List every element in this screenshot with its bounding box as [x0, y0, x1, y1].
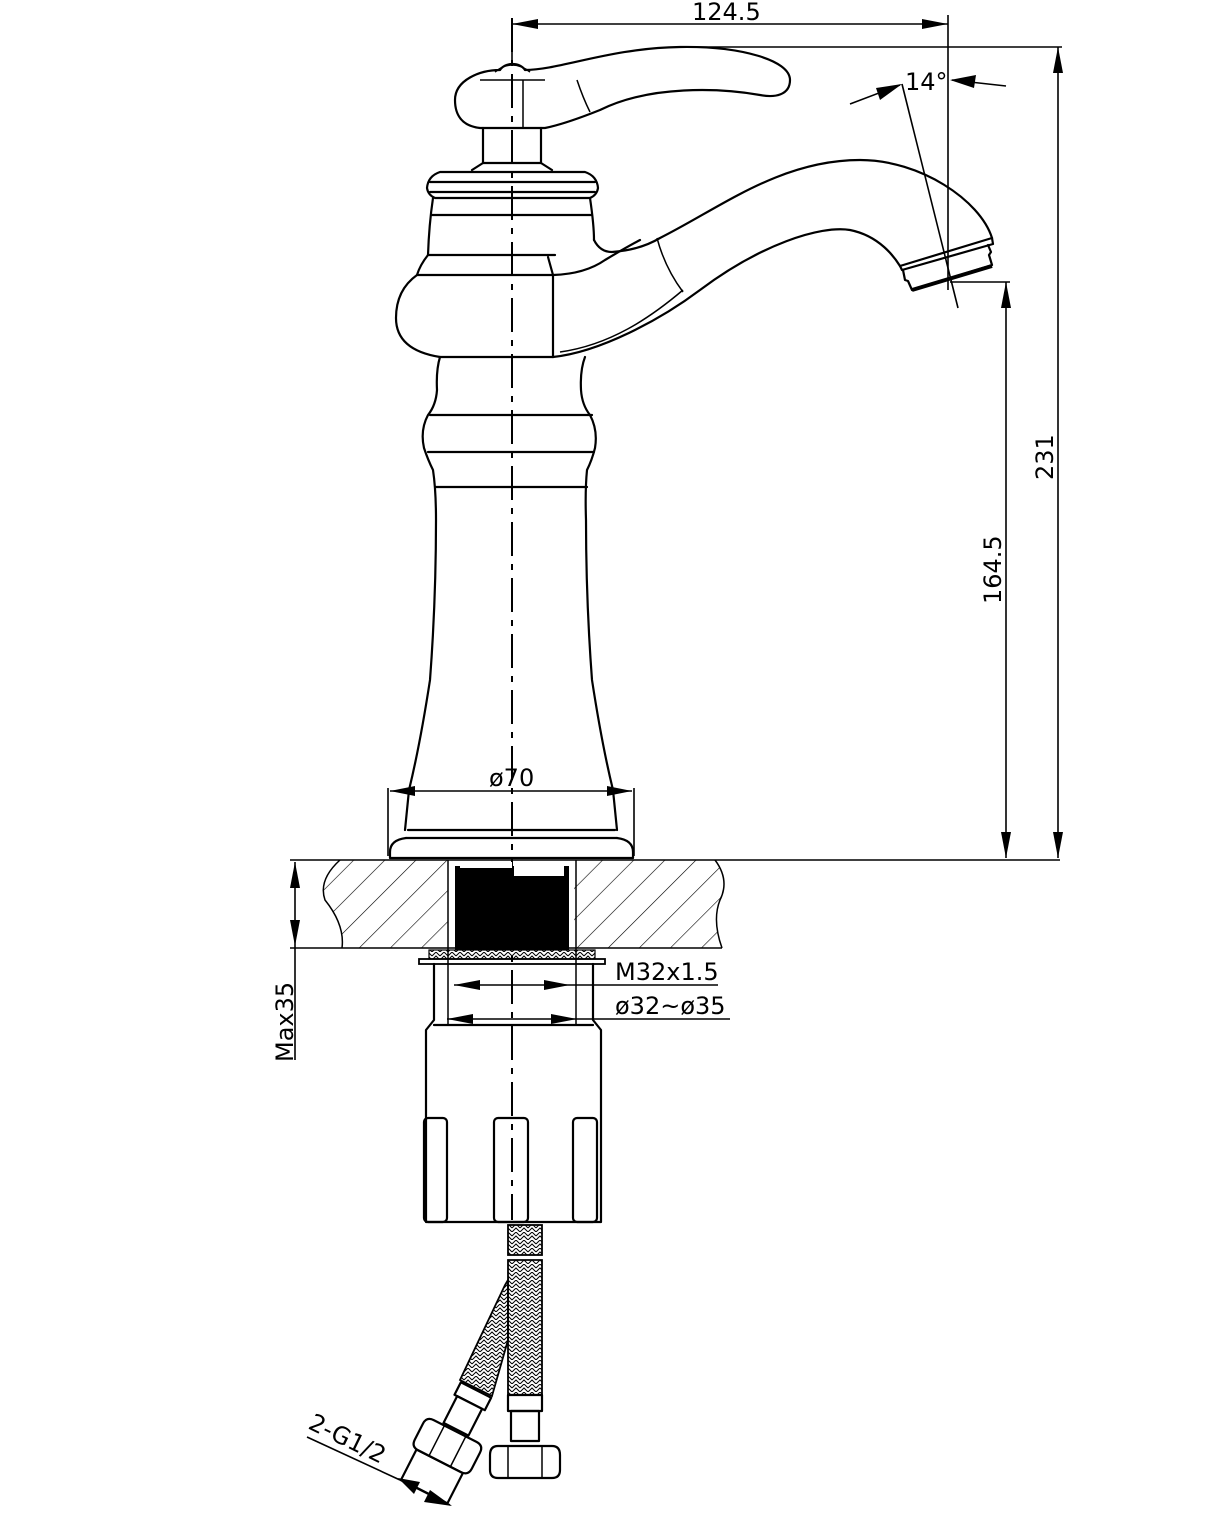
base-escutcheon — [388, 788, 635, 860]
mounting-nut — [418, 949, 606, 1224]
mounting-hole-label: ø32~ø35 — [615, 992, 726, 1020]
aerator — [901, 243, 994, 292]
spout-angle-label: 14° — [905, 68, 948, 96]
supply-hoses — [399, 1224, 562, 1505]
base-diameter-label: ø70 — [489, 764, 534, 792]
spout-reach-dimension: 124.5 — [511, 0, 949, 290]
outlet-height-dimension: 164.5 — [950, 281, 1011, 858]
threaded-shank — [447, 860, 577, 1025]
thread-label: M32x1.5 — [615, 958, 719, 986]
faucet-body-upper — [394, 196, 596, 359]
outlet-height-label: 164.5 — [979, 535, 1007, 604]
spout-reach-label: 124.5 — [692, 0, 761, 26]
spout-angle-dimension: 14° — [849, 68, 1007, 309]
faucet-body-lower — [407, 355, 615, 792]
total-height-label: 231 — [1031, 434, 1059, 480]
thread-dimensions: M32x1.5 ø32~ø35 — [447, 958, 730, 1024]
deck-thickness-label: Max35 — [271, 982, 299, 1062]
spout — [551, 158, 995, 359]
hose-connection-label: 2-G1/2 — [304, 1408, 390, 1469]
countertop-section — [290, 859, 1060, 949]
base-diameter-dimension: ø70 — [387, 764, 635, 856]
handle-lever — [453, 45, 792, 130]
total-height-dimension: 231 — [680, 46, 1063, 858]
deck-thickness-dimension: Max35 — [271, 862, 300, 1062]
